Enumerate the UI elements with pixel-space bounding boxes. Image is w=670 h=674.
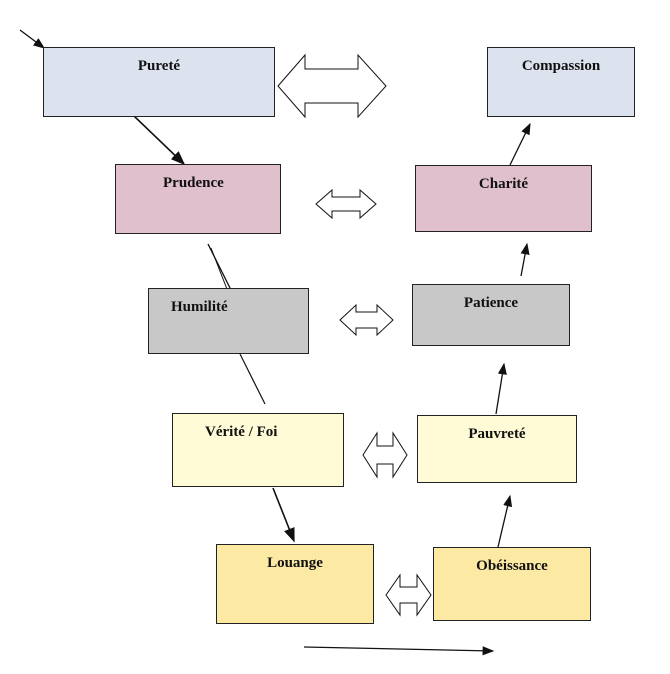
double-arrow-louange-obeissance bbox=[385, 573, 432, 617]
node-verite-foi: Vérité / Foi bbox=[172, 413, 344, 487]
node-purete: Pureté bbox=[43, 47, 275, 117]
arrow-charite-compassion bbox=[509, 122, 531, 166]
arrow-obeissance-pauvrete bbox=[497, 494, 513, 548]
arrow-pauvrete-patience bbox=[495, 362, 507, 415]
arrow-purete-prudence bbox=[133, 115, 186, 166]
node-prudence: Prudence bbox=[115, 164, 281, 234]
double-arrow-purete-compassion bbox=[277, 53, 387, 119]
entry-arrow bbox=[19, 29, 46, 49]
arrow-verite-louange bbox=[272, 487, 295, 543]
node-label: Obéissance bbox=[476, 558, 548, 574]
node-obeissance: Obéissance bbox=[433, 547, 591, 621]
node-louange: Louange bbox=[216, 544, 374, 624]
node-label: Patience bbox=[463, 295, 519, 311]
node-patience: Patience bbox=[412, 284, 570, 346]
node-label: Humilité bbox=[171, 299, 228, 315]
node-label: Compassion bbox=[521, 58, 601, 74]
double-arrow-humilite-patience bbox=[339, 303, 394, 337]
node-pauvrete: Pauvreté bbox=[417, 415, 577, 483]
node-label: Vérité / Foi bbox=[205, 424, 278, 440]
double-arrow-verite-pauvrete bbox=[362, 431, 408, 479]
node-label: Charité bbox=[478, 176, 529, 192]
double-arrow-prudence-charite bbox=[315, 188, 377, 220]
node-label: Louange bbox=[267, 555, 323, 571]
node-label: Pureté bbox=[137, 58, 181, 74]
node-label: Pauvreté bbox=[468, 426, 526, 442]
node-charite: Charité bbox=[415, 165, 592, 232]
line-humilite-verite bbox=[239, 353, 266, 405]
node-label: Prudence bbox=[163, 175, 224, 191]
bottom-arrow bbox=[303, 646, 495, 656]
node-compassion: Compassion bbox=[487, 47, 635, 117]
node-humilite: Humilité bbox=[148, 288, 309, 354]
arrow-patience-charite bbox=[520, 242, 530, 277]
